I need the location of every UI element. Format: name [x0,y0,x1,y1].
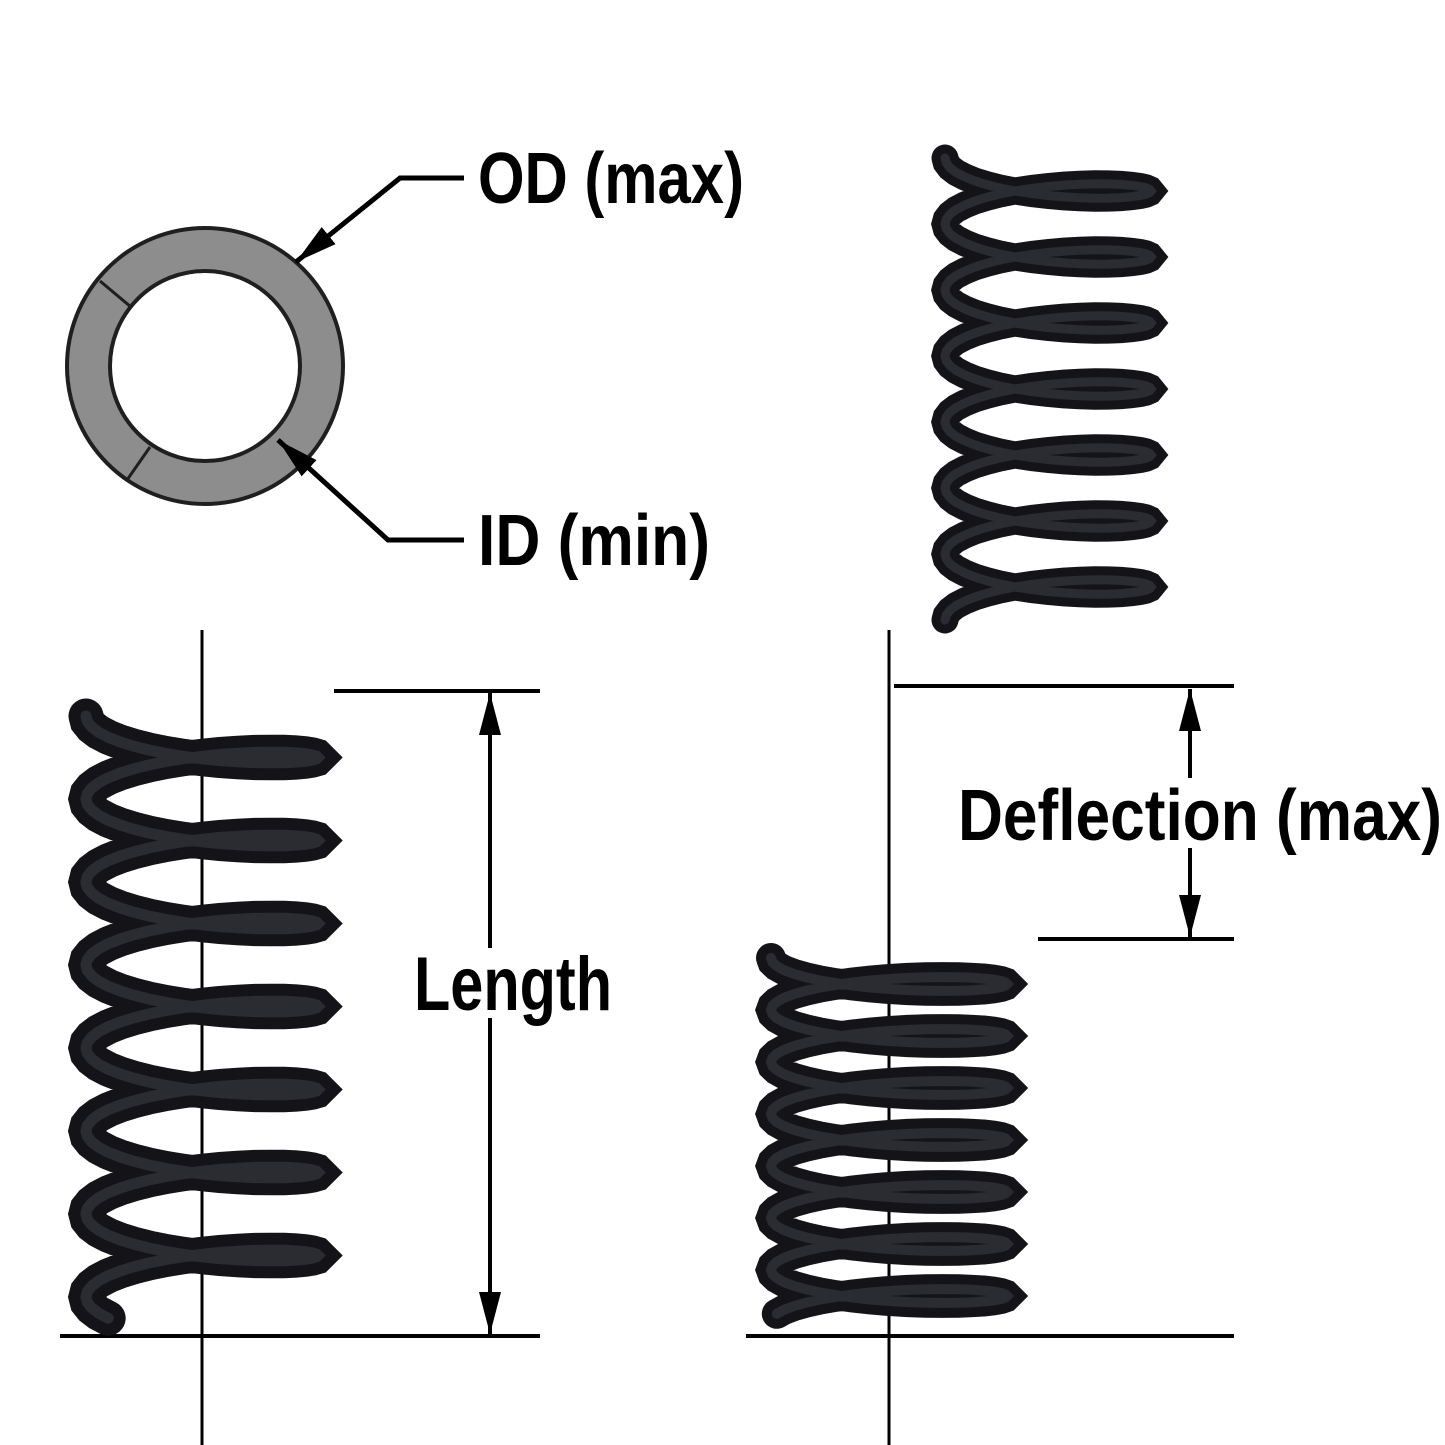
label-background [950,778,1445,848]
od-leader-line [294,175,464,264]
deflection-label: Deflection (max) [958,776,1442,856]
label-background [406,948,620,1018]
ring-seam [125,446,152,481]
length-label: Length [414,942,612,1027]
id-leader-line [276,438,464,543]
spring-highlight [765,953,1015,1319]
spring-highlight [940,153,1157,625]
ring-inner [108,269,302,463]
ring-seam [99,279,132,309]
spring-top-view [65,226,345,506]
spring-highlight [80,710,326,1324]
id-label: ID (min) [478,501,710,581]
od-label: OD (max) [478,139,744,219]
